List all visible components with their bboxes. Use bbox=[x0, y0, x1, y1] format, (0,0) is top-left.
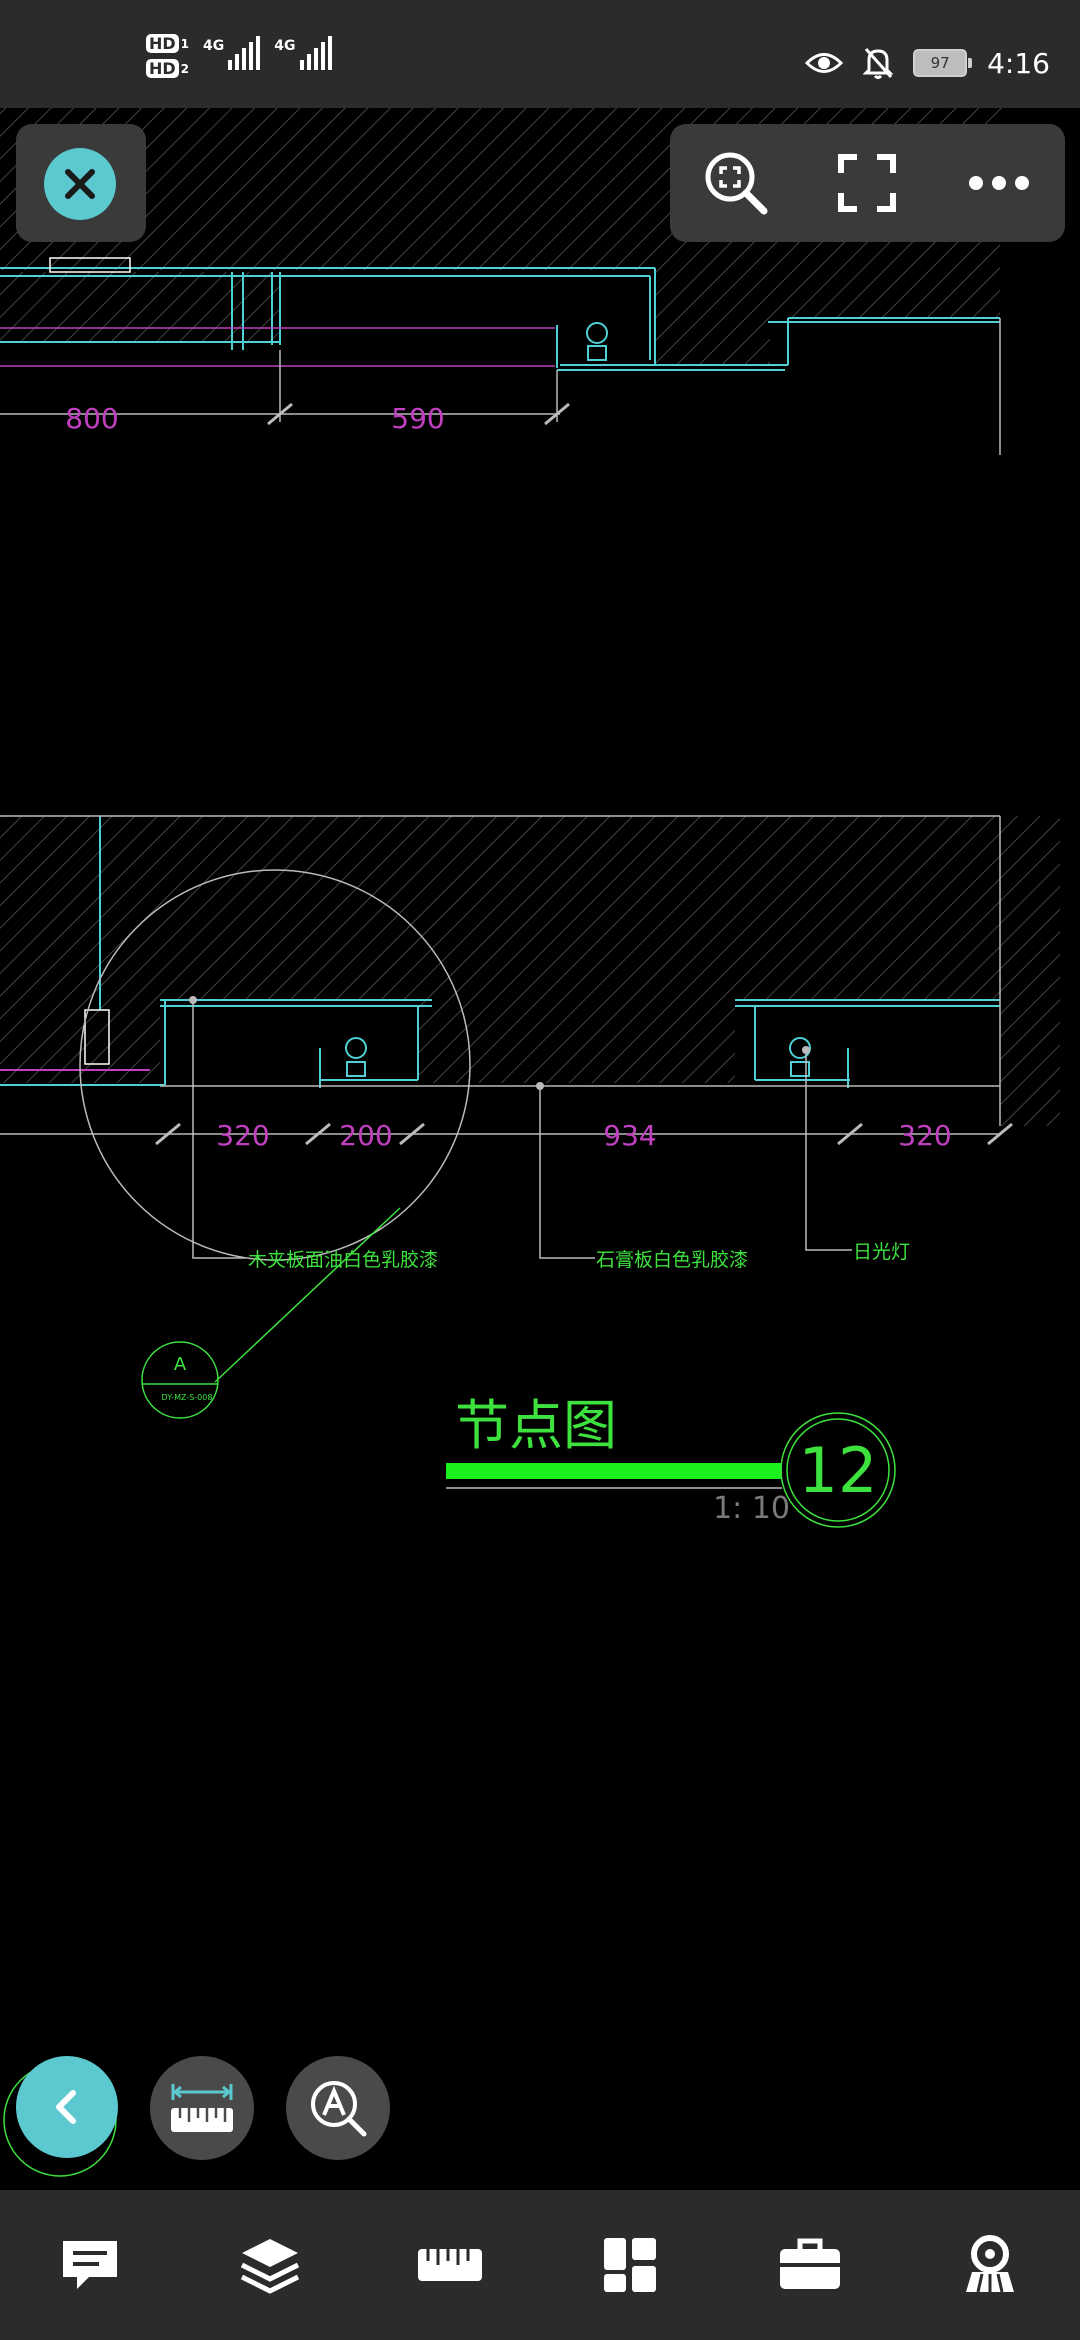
measure-icon bbox=[171, 2084, 233, 2132]
close-button[interactable] bbox=[44, 148, 116, 220]
sim1-hd: HD 1 bbox=[146, 34, 189, 53]
battery-icon: 97 bbox=[913, 49, 973, 77]
dim-label: 800 bbox=[65, 402, 118, 435]
detail-title-block: 节点图 1: 10 12 bbox=[446, 1394, 896, 1528]
ruler-button[interactable] bbox=[405, 2220, 495, 2310]
detail-title: 节点图 bbox=[455, 1394, 617, 1457]
close-panel bbox=[16, 124, 146, 242]
sim2-hd: HD 2 bbox=[146, 59, 189, 78]
dim-label: 934 bbox=[603, 1119, 656, 1152]
signal-bars-1-icon bbox=[228, 34, 261, 70]
hd-index-1: 1 bbox=[180, 36, 190, 51]
lower-section: 320 200 934 320 木夹板面油白色乳胶漆 石膏板白色乳胶漆 日光灯 … bbox=[0, 815, 1060, 1419]
toolbox-icon bbox=[780, 2238, 840, 2289]
annotation-plywood: 木夹板面油白色乳胶漆 bbox=[248, 1249, 438, 1271]
layers-button[interactable] bbox=[225, 2220, 315, 2310]
hd-badge-2: HD bbox=[146, 59, 179, 78]
network-1: 4G bbox=[203, 34, 261, 70]
detail-number: 12 bbox=[799, 1434, 878, 1507]
measure-button[interactable] bbox=[150, 2056, 254, 2160]
user-settings-button[interactable] bbox=[945, 2220, 1035, 2310]
bell-off-icon bbox=[863, 48, 894, 79]
comment-icon bbox=[63, 2241, 117, 2289]
signal-bars-2-icon bbox=[299, 34, 332, 70]
comment-button[interactable] bbox=[45, 2220, 135, 2310]
ruler-icon bbox=[418, 2249, 482, 2281]
dim-label: 200 bbox=[339, 1119, 392, 1152]
network-2-label: 4G bbox=[274, 38, 296, 54]
close-icon bbox=[65, 169, 95, 199]
back-icon bbox=[56, 2090, 76, 2124]
zoom-fit-icon bbox=[705, 152, 768, 215]
more-button[interactable] bbox=[954, 138, 1044, 228]
signal-area: HD 1 HD 2 4G 4G bbox=[146, 34, 332, 78]
dim-label: 320 bbox=[898, 1119, 951, 1152]
text-search-button[interactable] bbox=[286, 2056, 390, 2160]
dim-label: 590 bbox=[391, 402, 444, 435]
callout-ref: DY-MZ-S-008 bbox=[162, 1393, 213, 1402]
sim-badges: HD 1 HD 2 bbox=[146, 34, 189, 78]
fullscreen-icon bbox=[838, 154, 897, 212]
status-right: 97 4:16 bbox=[805, 46, 1050, 80]
status-time: 4:16 bbox=[987, 46, 1050, 80]
status-bar: HD 1 HD 2 4G 4G bbox=[0, 0, 1080, 108]
hd-index-2: 2 bbox=[180, 61, 190, 76]
bottom-toolbar bbox=[0, 2190, 1080, 2340]
annotation-gypsum: 石膏板白色乳胶漆 bbox=[596, 1248, 748, 1271]
user-settings-icon bbox=[966, 2235, 1014, 2293]
layout-button[interactable] bbox=[585, 2220, 675, 2310]
fullscreen-button[interactable] bbox=[822, 138, 912, 228]
text-search-icon bbox=[311, 2081, 367, 2137]
detail-scale: 1: 10 bbox=[713, 1491, 790, 1526]
annotation-lamp: 日光灯 bbox=[853, 1241, 910, 1263]
dim-label: 320 bbox=[216, 1119, 269, 1152]
cad-drawing: 800 590 bbox=[0, 108, 1060, 2177]
zoom-fit-button[interactable] bbox=[691, 138, 781, 228]
callout-letter: A bbox=[174, 1354, 187, 1375]
hd-badge-1: HD bbox=[146, 34, 179, 53]
eye-icon bbox=[805, 53, 844, 73]
layout-icon bbox=[604, 2238, 656, 2292]
back-button[interactable] bbox=[16, 2056, 118, 2158]
view-tools bbox=[670, 124, 1065, 242]
layers-icon bbox=[240, 2239, 300, 2294]
more-icon bbox=[969, 176, 1030, 190]
network-2: 4G bbox=[274, 34, 332, 70]
network-1-label: 4G bbox=[203, 38, 225, 54]
toolbox-button[interactable] bbox=[765, 2220, 855, 2310]
drawing-canvas[interactable]: 800 590 bbox=[0, 108, 1080, 2188]
